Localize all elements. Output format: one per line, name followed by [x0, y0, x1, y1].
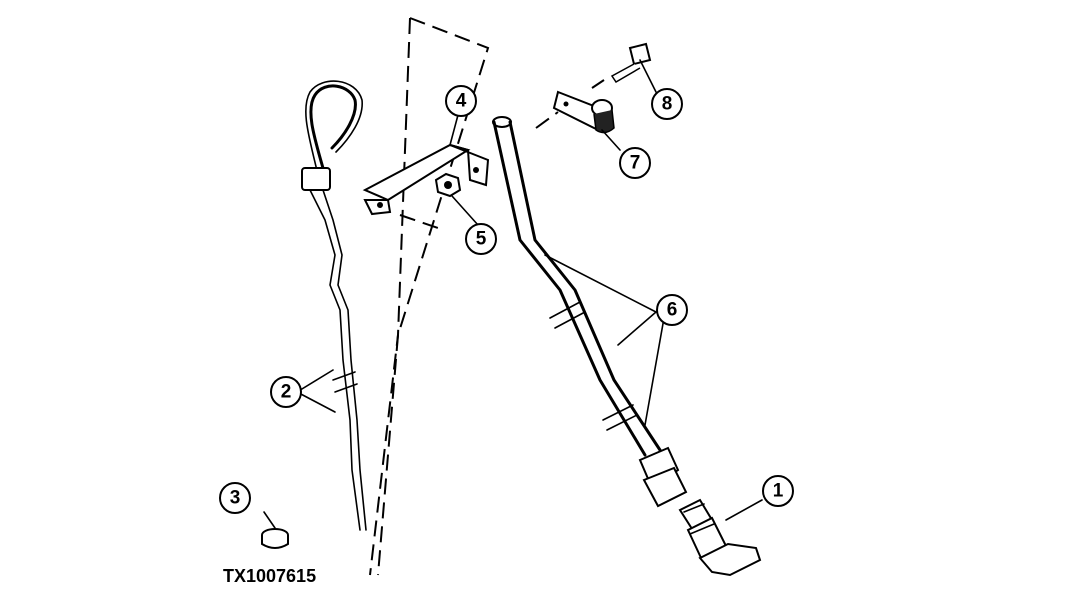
- svg-text:5: 5: [476, 229, 487, 250]
- fitting: [678, 498, 762, 577]
- clamp: [535, 90, 615, 134]
- figure-id: TX1007615: [223, 566, 316, 586]
- dipstick: [301, 80, 367, 531]
- callout-5: 5: [465, 223, 497, 255]
- tube: [492, 116, 688, 508]
- callout-1: 1: [762, 475, 794, 507]
- svg-text:6: 6: [667, 300, 678, 321]
- svg-text:8: 8: [662, 94, 673, 115]
- bracket: [362, 143, 490, 229]
- cap-screw: [591, 42, 652, 89]
- svg-text:4: 4: [456, 91, 467, 112]
- reference-plane-outline: [369, 17, 490, 576]
- svg-text:1: 1: [773, 481, 784, 502]
- callout-4: 4: [445, 85, 477, 117]
- callout-8: 8: [651, 88, 683, 120]
- svg-text:3: 3: [230, 488, 241, 509]
- svg-text:7: 7: [630, 153, 641, 174]
- svg-text:2: 2: [281, 382, 292, 403]
- callout-6: 6: [656, 294, 688, 326]
- callout-7: 7: [619, 147, 651, 179]
- leader-lines: [263, 59, 763, 529]
- callout-3: 3: [219, 482, 251, 514]
- nut: [434, 172, 462, 198]
- plug: [261, 528, 289, 549]
- callout-2: 2: [270, 376, 302, 408]
